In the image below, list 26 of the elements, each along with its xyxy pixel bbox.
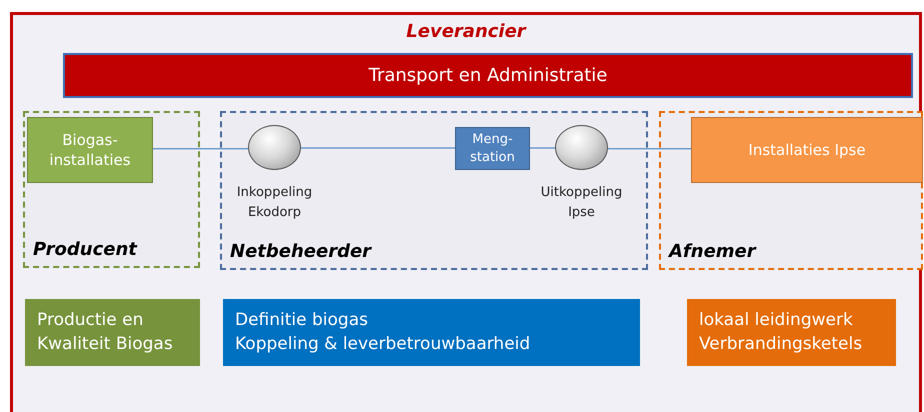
process-box: Biogas-installaties: [27, 117, 153, 183]
zone-area: [659, 111, 923, 270]
info-text: Verbrandingsketels: [699, 332, 864, 356]
zone-title: Afnemer: [669, 241, 756, 262]
supplier-frame: [10, 12, 922, 412]
zone-area: [23, 111, 200, 268]
pipe-line: [153, 148, 248, 150]
info-panel: [687, 299, 896, 366]
pipe-line: [301, 147, 455, 149]
info-panel: [25, 299, 200, 366]
caption-text: Uitkoppeling Ipse: [540, 184, 624, 222]
zone-area: [220, 111, 648, 270]
pipe-line: [608, 148, 691, 150]
banner-bar: Transport en Administratie: [63, 53, 913, 98]
info-text: Koppeling & leverbetrouwbaarheid: [235, 332, 532, 356]
info-text: lokaal leidingwerk: [699, 308, 854, 332]
info-panel: [223, 299, 640, 366]
info-text: Productie en Kwaliteit Biogas: [37, 308, 174, 356]
caption-text: Inkoppeling Ekodorp: [236, 184, 314, 222]
zone-title: Netbeheerder: [230, 241, 372, 262]
info-text: Definitie biogas: [235, 308, 369, 332]
zone-title: Producent: [33, 239, 137, 260]
frame-heading: Leverancier: [405, 21, 528, 42]
pipe-line: [530, 147, 555, 149]
process-box: Installaties Ipse: [691, 117, 923, 183]
process-box: Meng-station: [455, 127, 530, 170]
